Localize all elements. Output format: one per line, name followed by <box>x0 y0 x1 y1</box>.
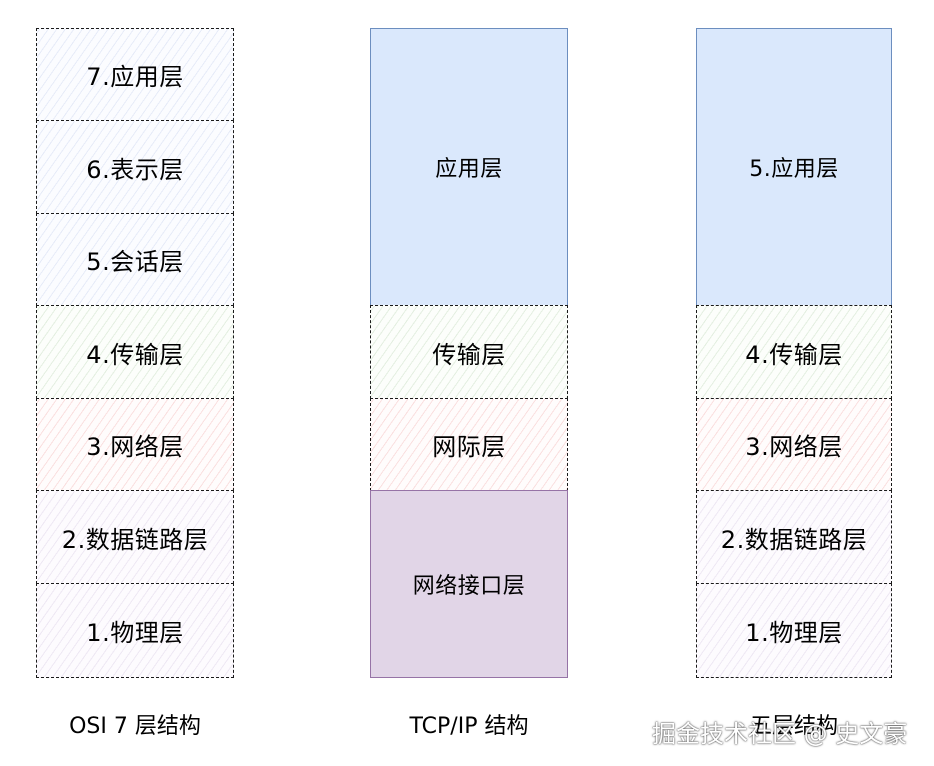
tcpip-caption: TCP/IP 结构 <box>409 714 529 739</box>
five-layer-2: 2.数据链路层 <box>696 490 892 584</box>
five-layer-3: 3.网络层 <box>696 398 892 491</box>
tcpip-layer-link: 网络接口层 <box>370 490 568 678</box>
osi-layer-1: 1.物理层 <box>36 583 234 678</box>
osi-layer-5: 5.会话层 <box>36 213 234 306</box>
tcpip-stack: 应用层 传输层 网际层 网络接口层 <box>370 28 568 678</box>
osi-stack: 7.应用层 6.表示层 5.会话层 4.传输层 3.网络层 2.数据链路层 1.… <box>36 28 234 678</box>
five-layer-1: 1.物理层 <box>696 583 892 678</box>
osi-layer-3: 3.网络层 <box>36 398 234 491</box>
osi-layer-4: 4.传输层 <box>36 305 234 399</box>
osi-caption: OSI 7 层结构 <box>69 714 201 739</box>
five-stack: 5.应用层 4.传输层 3.网络层 2.数据链路层 1.物理层 <box>696 28 892 678</box>
osi-layer-2: 2.数据链路层 <box>36 490 234 584</box>
five-layer-4: 4.传输层 <box>696 305 892 399</box>
osi-layer-6: 6.表示层 <box>36 120 234 214</box>
tcpip-layer-internet: 网际层 <box>370 398 568 491</box>
tcpip-layer-application: 应用层 <box>370 28 568 306</box>
five-layer-5: 5.应用层 <box>696 28 892 306</box>
osi-layer-7: 7.应用层 <box>36 28 234 121</box>
tcpip-layer-transport: 传输层 <box>370 305 568 399</box>
five-caption: 五层结构 <box>749 714 838 739</box>
watermark: 掘金技术社区 @ 史文豪 <box>652 720 908 748</box>
